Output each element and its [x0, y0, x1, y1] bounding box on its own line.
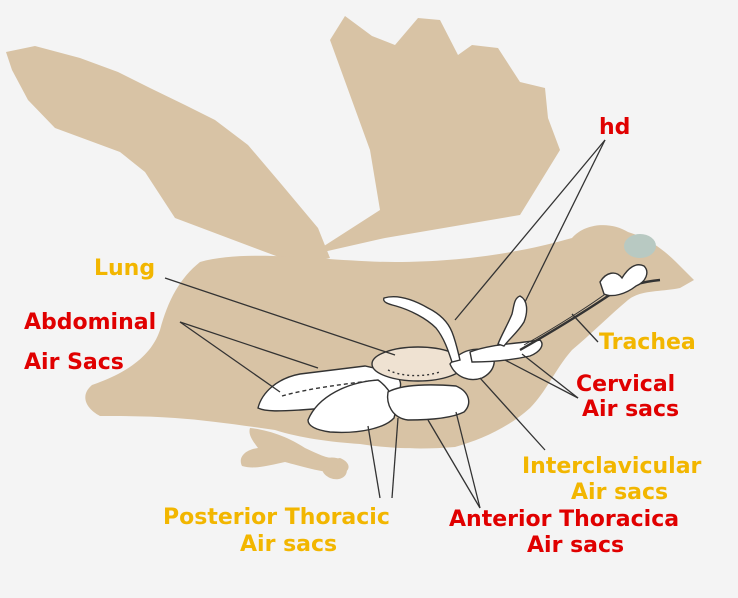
label-anterior-line1: Anterior Thoracica	[449, 507, 680, 532]
leader-abdominal-1	[179, 321, 319, 369]
trachea-inner	[523, 291, 609, 346]
label-abdominal-line1: Abdominal	[24, 310, 157, 335]
head-patch	[624, 234, 656, 258]
near-wing	[6, 46, 330, 265]
leader-cervical-1	[504, 359, 579, 399]
body	[85, 225, 694, 449]
leader-abdominal-2	[179, 321, 281, 393]
leader-hd-2	[524, 139, 606, 303]
leader-lung	[164, 277, 396, 356]
label-anterior-line2: Air sacs	[527, 533, 625, 558]
leader-posterior-2	[391, 417, 399, 499]
leader-cervical-2	[521, 353, 579, 399]
syrinx-structure	[599, 264, 648, 297]
leader-posterior-1	[367, 425, 381, 499]
label-hd: hd	[599, 115, 631, 140]
label-interclavicular-line1: Interclavicular	[522, 454, 702, 479]
far-wing	[310, 16, 560, 255]
posterior-thoracic-air-sac-shape	[307, 379, 396, 434]
humeral-diverticulum-left	[382, 296, 461, 363]
label-cervical-line1: Cervical	[576, 372, 676, 397]
label-abdominal-line2: Air Sacs	[24, 350, 124, 375]
leader-trachea	[571, 313, 599, 343]
label-posterior-line1: Posterior Thoracic	[163, 505, 390, 530]
leader-hd-1	[454, 139, 606, 321]
leader-lines	[164, 139, 606, 509]
label-trachea: Trachea	[599, 330, 696, 355]
label-cervical-line2: Air sacs	[582, 397, 680, 422]
air-sac-organs	[257, 264, 661, 434]
label-interclavicular-line2: Air sacs	[571, 480, 669, 505]
label-posterior-line2: Air sacs	[240, 532, 338, 557]
leader-interclavicular	[479, 377, 546, 451]
label-lung: Lung	[94, 256, 156, 281]
tail-curl	[318, 457, 347, 480]
anterior-thoracic-air-sac-shape	[386, 384, 470, 421]
bird-silhouette	[6, 16, 694, 480]
leader-anterior-1	[427, 419, 481, 509]
humeral-diverticulum-right	[497, 295, 528, 347]
tail-feathers	[240, 428, 349, 474]
leader-anterior-2	[455, 411, 481, 509]
